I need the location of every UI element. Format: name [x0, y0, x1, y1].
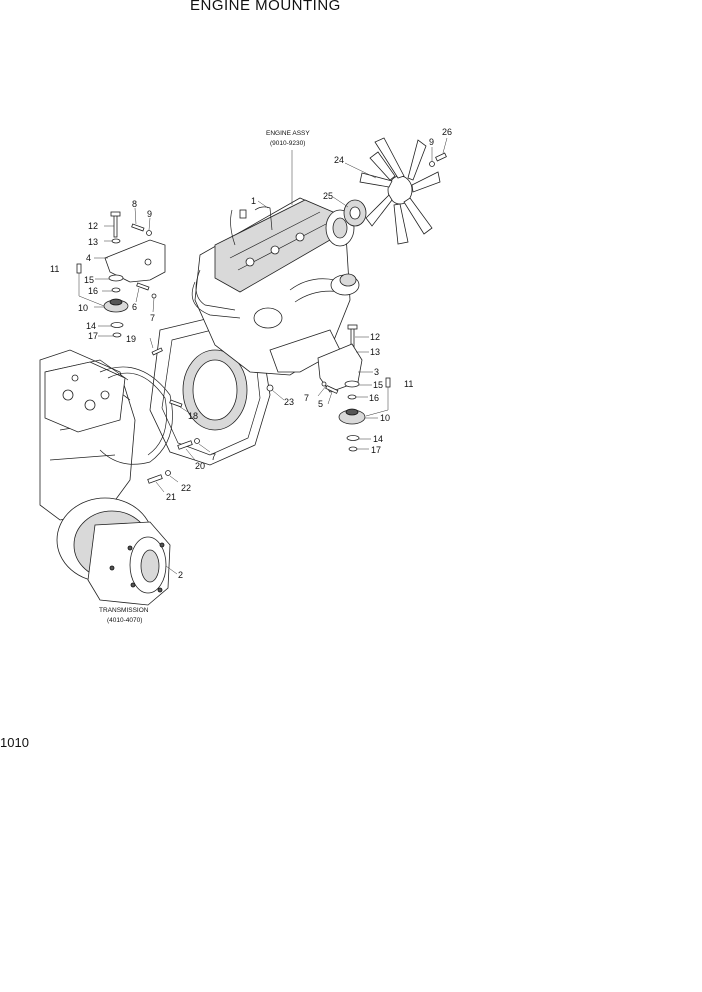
- transmission-assembly: [39, 349, 171, 606]
- callout-9-left: 9: [147, 209, 152, 219]
- callout-24: 24: [334, 155, 344, 165]
- cooling-fan: [343, 137, 447, 245]
- callout-2: 2: [178, 570, 183, 580]
- callout-15-right: 15: [373, 380, 383, 390]
- callout-14-left: 14: [86, 321, 96, 331]
- callout-23: 23: [284, 397, 294, 407]
- callout-26: 26: [442, 127, 452, 137]
- callout-21: 21: [166, 492, 176, 502]
- right-engine-mount: [266, 324, 391, 452]
- transmission-ref: (4010-4070): [107, 617, 142, 624]
- callout-10-right: 10: [380, 413, 390, 423]
- callout-9-fan: 9: [429, 137, 434, 147]
- callout-7-right: 7: [304, 393, 309, 403]
- callout-25: 25: [323, 191, 333, 201]
- callout-10-left: 10: [78, 303, 88, 313]
- callout-1: 1: [251, 196, 256, 206]
- callout-22: 22: [181, 483, 191, 493]
- callout-11-right: 11: [404, 379, 413, 389]
- engine-assy-ref: (9010-9230): [270, 140, 305, 147]
- callout-4: 4: [86, 253, 91, 263]
- leader-lines: [78, 137, 448, 575]
- callout-17-left: 17: [88, 331, 98, 341]
- callout-15-left: 15: [84, 275, 94, 285]
- callout-16-left: 16: [88, 286, 98, 296]
- callout-5: 5: [318, 399, 323, 409]
- callout-6: 6: [132, 302, 137, 312]
- page-number: 1010: [0, 735, 29, 750]
- callout-13-right: 13: [370, 347, 380, 357]
- callout-12-left: 12: [88, 221, 98, 231]
- callout-8: 8: [132, 199, 137, 209]
- callout-14-right: 14: [373, 434, 383, 444]
- page-title: ENGINE MOUNTING: [190, 0, 341, 14]
- callout-7-housing: 7: [211, 452, 216, 462]
- housing-fasteners: [147, 347, 200, 484]
- callout-3: 3: [374, 367, 379, 377]
- callout-19: 19: [126, 334, 136, 344]
- engine-assembly: [191, 197, 360, 376]
- callout-11-left: 11: [50, 264, 59, 274]
- engine-assy-label: ENGINE ASSY: [266, 130, 310, 137]
- callout-16-right: 16: [369, 393, 379, 403]
- callout-17-right: 17: [371, 445, 381, 455]
- left-engine-mount: [76, 211, 166, 338]
- callout-18: 18: [188, 411, 198, 421]
- callout-13-left: 13: [88, 237, 98, 247]
- callout-12-right: 12: [370, 332, 380, 342]
- transmission-label: TRANSMISSION: [99, 607, 149, 614]
- callout-7-left: 7: [150, 313, 155, 323]
- callout-20: 20: [195, 461, 205, 471]
